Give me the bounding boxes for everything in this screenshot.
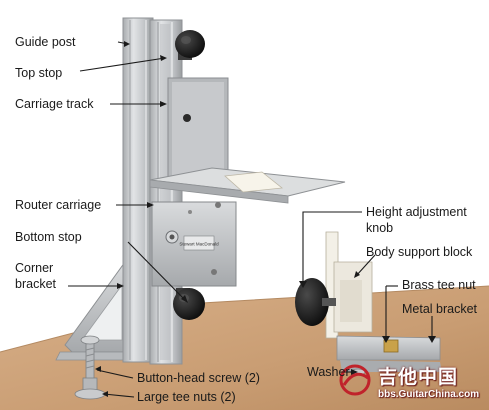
brass-tee-nut	[383, 339, 399, 353]
leader-arrowheads	[95, 41, 436, 397]
height-adjustment-knob	[295, 278, 329, 326]
label-large-tee-nuts: Large tee nuts (2)	[137, 390, 236, 404]
label-top-stop: Top stop	[15, 66, 63, 80]
label-corner-bracket-line2: bracket	[15, 277, 56, 291]
label-button-head-screw: Button-head screw (2)	[137, 371, 260, 385]
label-height-knob-line1: Height adjustment	[366, 205, 467, 219]
corner-bracket	[55, 261, 133, 361]
leader-lines	[68, 41, 433, 398]
guide-post	[122, 17, 154, 363]
label-brass-tee-nut: Brass tee nut	[402, 278, 476, 292]
carriage-plate-text: Stewart MacDonald	[179, 242, 219, 247]
label-metal-bracket: Metal bracket	[402, 302, 478, 316]
label-carriage-track: Carriage track	[15, 97, 94, 111]
top-stop-knob	[175, 30, 205, 60]
label-corner-bracket-line1: Corner	[15, 261, 54, 275]
watermark-url: bbs.GuitarChina.com	[378, 389, 480, 400]
label-height-knob-line2: knob	[366, 221, 394, 235]
watermark-logo	[339, 364, 371, 396]
label-router-carriage: Router carriage	[15, 198, 102, 212]
label-guide-post: Guide post	[15, 35, 76, 49]
label-bottom-stop: Bottom stop	[15, 230, 82, 244]
label-body-support-block: Body support block	[366, 245, 473, 259]
label-washer: Washer	[307, 365, 350, 379]
height-adjustment-assembly	[295, 231, 442, 376]
watermark-chinese: 吉他中国	[378, 367, 459, 388]
router-carriage: Stewart MacDonald	[149, 77, 346, 287]
button-head-screw-and-tee-nut	[74, 335, 106, 400]
